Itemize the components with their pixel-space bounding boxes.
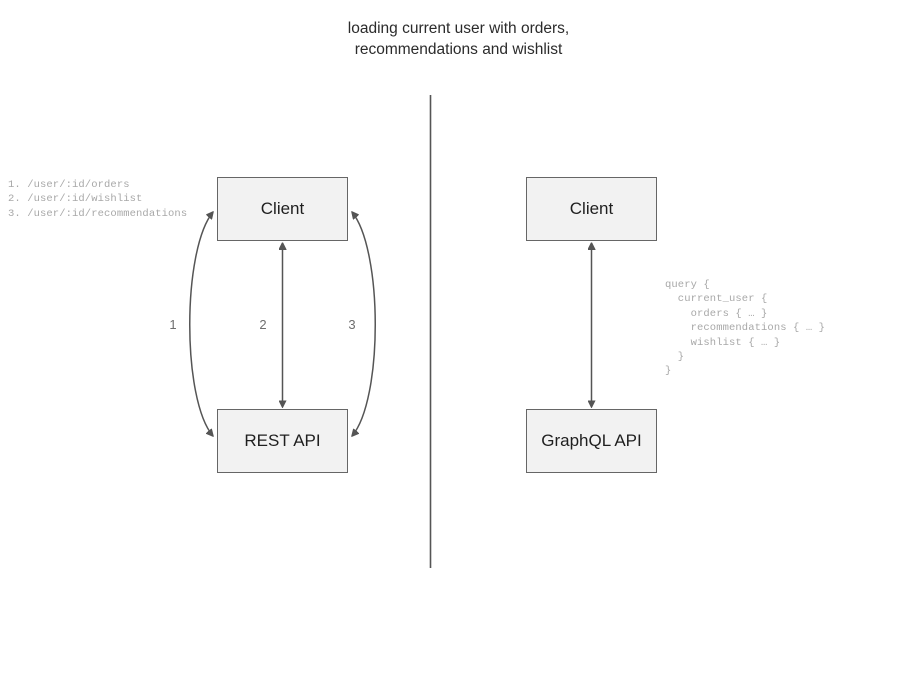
rest-edge-label-2: 2: [259, 317, 267, 332]
graphql-api-label: GraphQL API: [541, 431, 642, 450]
rest-api-label: REST API: [244, 431, 321, 450]
graphql-query-text: query { current_user { orders { … } reco…: [665, 279, 826, 378]
rest-api-box[interactable]: REST API: [217, 409, 348, 473]
rest-client-label: Client: [260, 199, 305, 218]
graphql-client-box[interactable]: Client: [526, 177, 657, 241]
diagram-title: loading current user with orders, recomm…: [347, 20, 570, 58]
graphql-api-box[interactable]: GraphQL API: [526, 409, 657, 473]
graphql-client-label: Client: [569, 199, 614, 218]
rest-connector-3: [352, 212, 376, 436]
rest-edge-label-3: 3: [348, 317, 356, 332]
rest-connector-1: [189, 212, 213, 436]
rest-client-box[interactable]: Client: [217, 177, 348, 241]
rest-edge-label-1: 1: [169, 317, 177, 332]
rest-endpoints-list: 1. /user/:id/orders 2. /user/:id/wishlis…: [8, 179, 188, 220]
